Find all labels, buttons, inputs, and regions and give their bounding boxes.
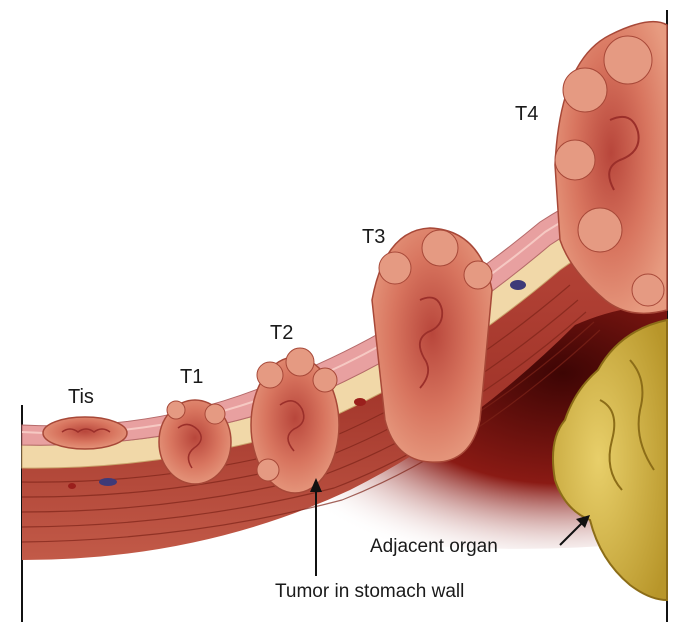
stage-label-t2: T2 [270,322,293,344]
stage-label-t4: T4 [515,103,538,125]
stage-label-t3: T3 [362,226,385,248]
tumor-tis [43,417,127,449]
tumor-t3 [372,228,492,462]
adjacent-organ-label: Adjacent organ [370,536,498,557]
tumor-t2 [251,348,339,493]
tumor-in-wall-label: Tumor in stomach wall [275,581,464,602]
stage-label-tis: Tis [68,386,94,408]
stage-label-t1: T1 [180,366,203,388]
tumor-t1 [159,400,231,484]
